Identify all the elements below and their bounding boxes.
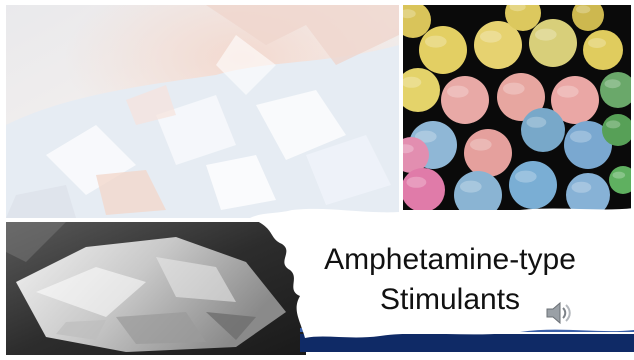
pill-highlight [588,38,606,48]
pill-highlight [460,180,482,193]
pill [464,129,512,177]
pill-highlight [604,79,621,89]
pill-highlight [406,176,427,188]
pill [403,5,431,38]
pill-highlight [515,170,537,183]
title-line-1: Amphetamine-type [324,243,576,276]
pill [474,21,522,69]
pill-highlight [526,116,547,128]
pills-photo [403,5,631,210]
pill [566,173,610,210]
pill [505,5,541,31]
pill-highlight [576,5,591,14]
pill-highlight [509,5,526,12]
pill-highlight [606,120,621,129]
pill-highlight [535,28,557,41]
pill-highlight [447,85,469,98]
pill [583,30,623,70]
pill [600,72,631,108]
pill [509,161,557,209]
pill [497,73,545,121]
pill [419,26,467,74]
pill [572,5,604,31]
pill-highlight [403,76,422,88]
pill-highlight [425,35,447,48]
pill-highlight [612,171,626,179]
pill-highlight [571,181,592,193]
pill [403,168,445,210]
pill-highlight [403,144,414,154]
pill-highlight [570,130,592,143]
pill [454,171,502,210]
footer-bar [300,334,634,352]
pill [609,166,631,194]
title-line-2: Stimulants [379,283,521,316]
pill [564,121,612,169]
pill [529,19,577,67]
speaker-icon[interactable] [544,300,574,326]
pill [521,108,565,152]
pill [602,114,631,146]
pill-highlight [470,138,492,151]
pill-highlight [480,30,502,43]
pill-highlight [403,9,416,19]
crystal-rock-photo [6,222,306,355]
pill [551,76,599,124]
pill [441,76,489,124]
crystal-powder-photo [6,5,399,218]
pill-highlight [557,85,579,98]
pill [403,68,440,112]
slide-title: Amphetamine-type Stimulants [300,240,600,320]
pill-highlight [415,130,437,143]
pill [403,137,429,173]
pill-highlight [503,82,525,95]
